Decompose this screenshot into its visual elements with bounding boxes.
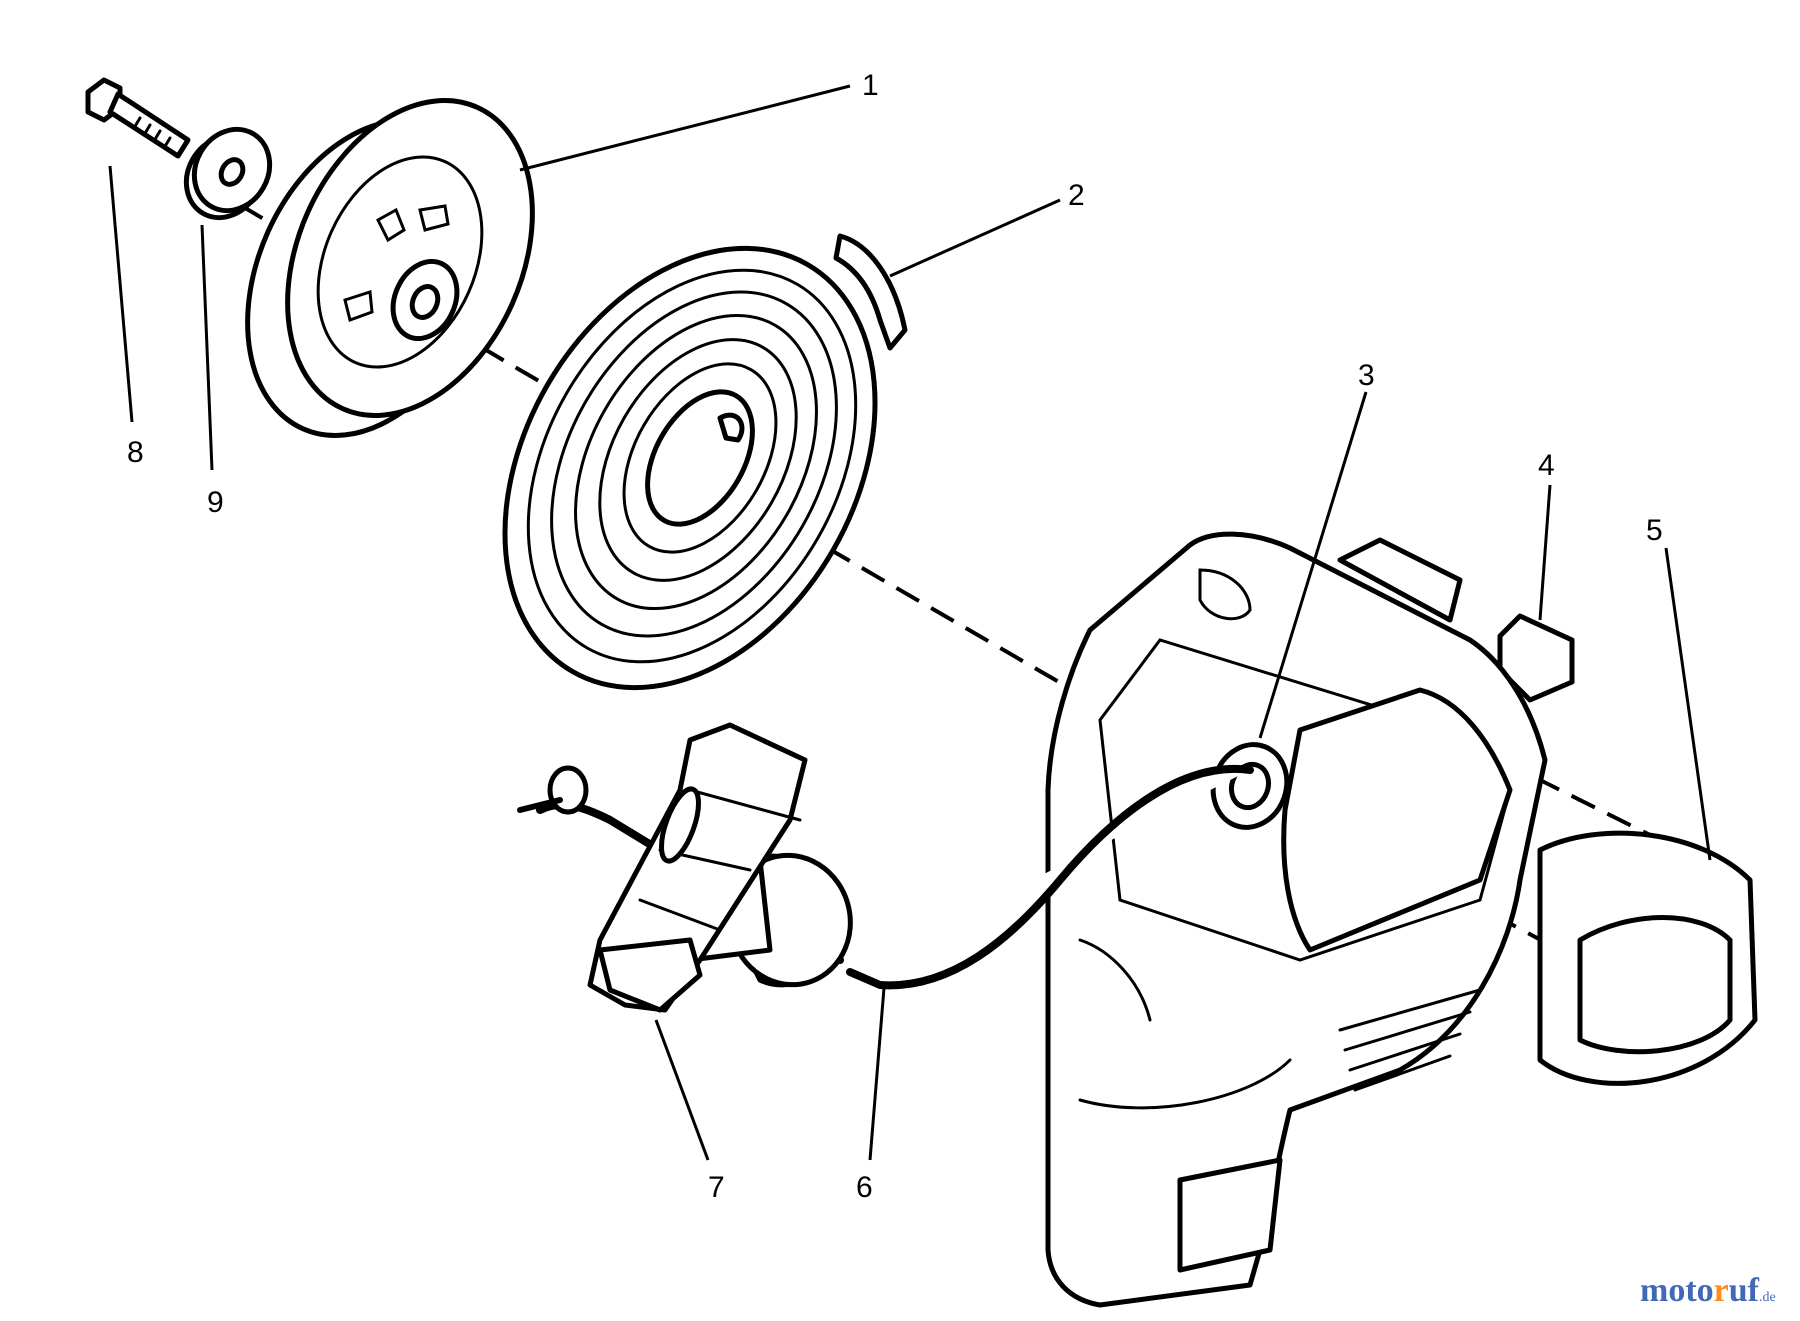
leader-7 [654, 1019, 710, 1161]
watermark-part2: r [1713, 1272, 1729, 1309]
watermark-part3: uf [1728, 1272, 1759, 1309]
leader-lines [108, 84, 1712, 1161]
callout-5: 5 [1646, 514, 1663, 547]
callout-7: 7 [708, 1171, 725, 1204]
leader-6 [868, 987, 886, 1161]
starter-housing [1045, 531, 1548, 1308]
callout-1: 1 [862, 69, 879, 102]
starter-handle [587, 722, 808, 1013]
leader-9 [200, 224, 214, 471]
watermark-tld: .de [1758, 1290, 1776, 1305]
callout-9: 9 [207, 486, 224, 519]
washer [183, 126, 273, 221]
leader-4 [1538, 484, 1552, 621]
leader-3 [1258, 391, 1368, 739]
watermark-part1: moto [1640, 1272, 1714, 1309]
callout-2: 2 [1068, 179, 1085, 212]
callout-3: 3 [1358, 359, 1375, 392]
leader-8 [108, 165, 134, 423]
leader-1 [519, 84, 851, 172]
watermark-logo: motoruf.de [1640, 1272, 1776, 1310]
pulley [245, 98, 535, 438]
callout-6: 6 [856, 1171, 873, 1204]
callout-4: 4 [1538, 449, 1555, 482]
leader-5 [1664, 547, 1712, 861]
bolt [85, 77, 191, 159]
recoil-spring [502, 233, 908, 691]
callout-8: 8 [127, 436, 144, 469]
leader-2 [889, 198, 1061, 278]
decal [1537, 830, 1758, 1086]
